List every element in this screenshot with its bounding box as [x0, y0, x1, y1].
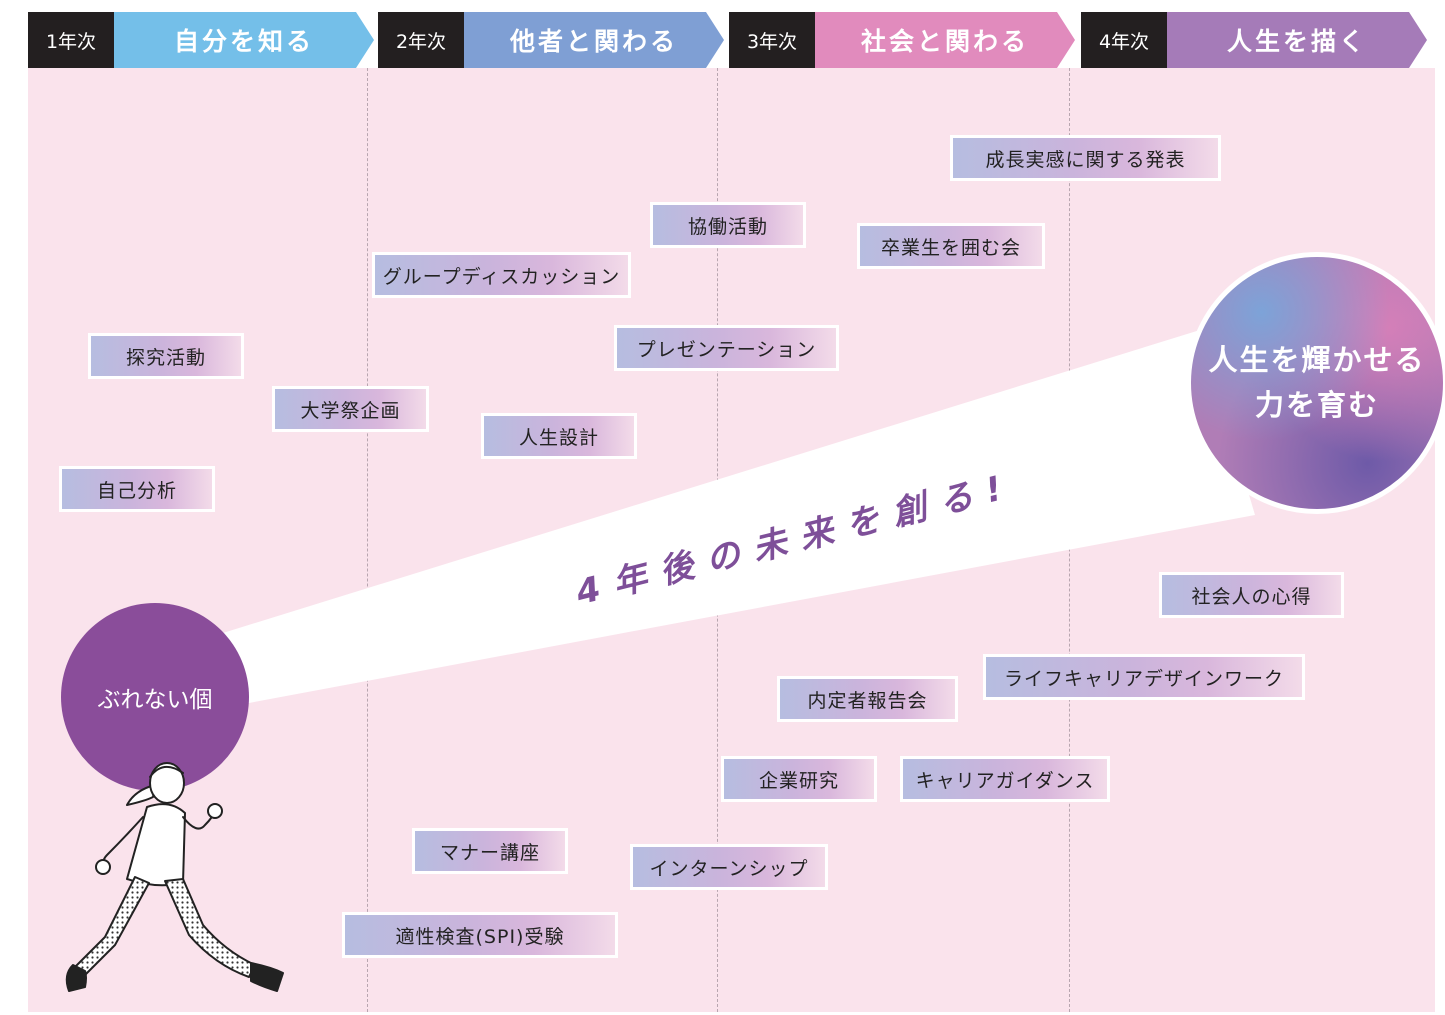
activity-box: 適性検査(SPI)受験: [342, 912, 618, 958]
activity-box: 協働活動: [650, 202, 806, 248]
year-theme: 社会と関わる: [815, 12, 1075, 68]
start-label: ぶれない個: [97, 687, 213, 713]
year-label: 1年次: [28, 12, 114, 68]
activity-box: マナー講座: [412, 828, 568, 874]
activity-box: グループディスカッション: [372, 252, 631, 298]
goal-line-2: 力を育む: [1254, 388, 1379, 422]
year-theme: 他者と関わる: [464, 12, 724, 68]
year-header-1: 1年次 自分を知る: [28, 12, 374, 68]
running-woman-illustration: [65, 762, 284, 992]
goal-line-1: 人生を輝かせる: [1208, 343, 1426, 378]
activity-box: キャリアガイダンス: [900, 756, 1110, 802]
start-circle: ぶれない個: [61, 603, 249, 791]
activity-box: 自己分析: [59, 466, 215, 512]
activity-box: プレゼンテーション: [614, 325, 839, 371]
activity-box: 社会人の心得: [1159, 572, 1344, 618]
activity-box: 内定者報告会: [777, 676, 958, 722]
year-theme: 人生を描く: [1167, 12, 1427, 68]
activity-box: 大学祭企画: [272, 386, 429, 432]
year-header-3: 3年次 社会と関わる: [729, 12, 1075, 68]
year-theme: 自分を知る: [114, 12, 374, 68]
activity-box: インターンシップ: [630, 844, 828, 890]
year-label: 3年次: [729, 12, 815, 68]
year-label: 2年次: [378, 12, 464, 68]
activity-box: 成長実感に関する発表: [950, 135, 1221, 181]
activity-box: 企業研究: [721, 756, 877, 802]
goal-circle: 人生を輝かせる 力を育む: [1186, 252, 1445, 514]
activity-box: 人生設計: [481, 413, 637, 459]
year-header-2: 2年次 他者と関わる: [378, 12, 724, 68]
activity-box: ライフキャリアデザインワーク: [983, 654, 1305, 700]
activity-box: 卒業生を囲む会: [857, 223, 1045, 269]
year-label: 4年次: [1081, 12, 1167, 68]
activity-box: 探究活動: [88, 333, 244, 379]
year-divider: [367, 68, 368, 1012]
year-header-4: 4年次 人生を描く: [1081, 12, 1427, 68]
